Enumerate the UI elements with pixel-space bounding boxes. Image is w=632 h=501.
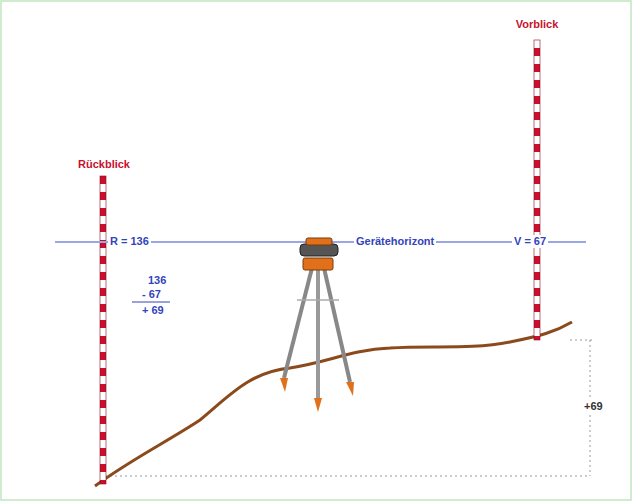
- leveling-staff: [534, 40, 540, 340]
- sum-line: [132, 302, 170, 303]
- staff-name: Vorblick: [514, 18, 561, 31]
- dimension-line: [105, 476, 590, 477]
- horizon-name: Gerätehorizont: [354, 235, 436, 248]
- reading-value: R = 136: [108, 235, 151, 248]
- calc-value: + 69: [140, 304, 166, 317]
- staff-name: Rückblick: [76, 158, 132, 171]
- level-instrument: [280, 238, 354, 412]
- reading-value: V = 67: [512, 235, 548, 248]
- leveling-staff: [100, 176, 106, 484]
- height-difference: +69: [582, 400, 605, 413]
- terrain: [95, 322, 572, 486]
- calc-value: 136: [146, 274, 168, 287]
- calc-value: - 67: [140, 288, 163, 301]
- dimension-line: [570, 340, 595, 341]
